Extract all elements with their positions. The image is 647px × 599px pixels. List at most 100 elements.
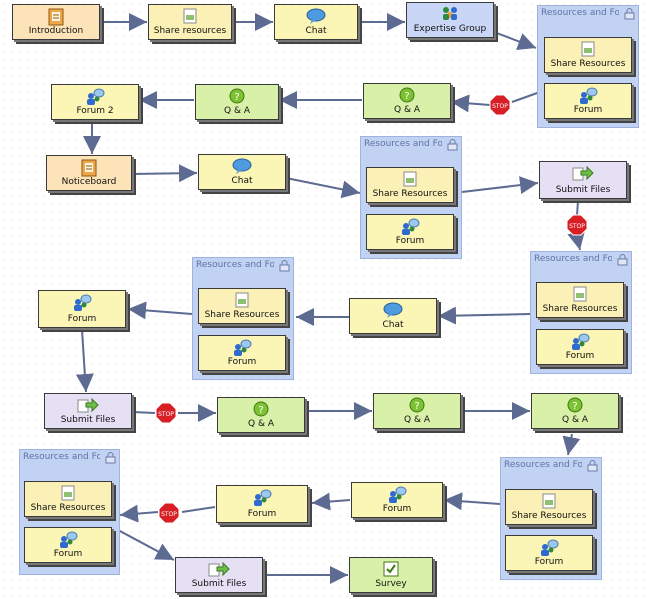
activity-label: Q & A	[248, 419, 274, 429]
activity-label: Share Resources	[542, 304, 618, 314]
activity-chat[interactable]: Chat	[274, 4, 358, 40]
activity-submit-files[interactable]: Submit Files	[175, 557, 263, 593]
svg-text:?: ?	[404, 91, 409, 102]
activity-share-resources[interactable]: Share resources	[148, 4, 232, 40]
activity-label: Submit Files	[555, 185, 611, 195]
stop-text: STOP	[492, 103, 508, 110]
activity-label: Share Resources	[550, 59, 626, 69]
edge-stop-resources-2	[119, 504, 159, 523]
svg-text:?: ?	[572, 401, 577, 412]
optional-activities-box[interactable]: Resources and Foru Share Resources Forum	[530, 251, 632, 374]
edge-stop-resources	[567, 230, 586, 251]
edge-qa-resources	[562, 433, 581, 456]
document-icon	[573, 286, 587, 302]
question-mark-icon: ?	[409, 397, 425, 413]
activity-qa[interactable]: ? Q & A	[373, 393, 461, 429]
activity-share-resources[interactable]: Share Resources	[536, 282, 624, 318]
activity-label: Chat	[231, 176, 253, 186]
activity-forum[interactable]: Forum	[351, 482, 443, 518]
stop-text: STOP	[161, 511, 177, 518]
activity-label: Forum	[395, 236, 425, 246]
activity-label: Submit Files	[191, 579, 247, 589]
activity-share-resources[interactable]: Share Resources	[198, 288, 286, 324]
notebook-icon	[81, 159, 97, 177]
edge-resources-submit-2	[117, 529, 175, 561]
upload-arrow-icon	[77, 397, 99, 413]
optional-activities-box[interactable]: Resources and Foru Share Resources Forum	[192, 257, 294, 380]
activity-forum[interactable]: Forum	[544, 83, 632, 119]
activity-forum[interactable]: Forum	[536, 329, 624, 365]
svg-text:?: ?	[258, 405, 263, 416]
optional-activities-box[interactable]: Resources and Foru Share Resources Forum	[500, 457, 602, 580]
document-icon	[403, 171, 417, 187]
stop-gate[interactable]: STOP	[155, 402, 177, 424]
activity-forum[interactable]: Forum	[38, 290, 126, 328]
options-title: Resources and Foru	[504, 460, 582, 470]
stop-sign-icon: STOP	[489, 94, 511, 116]
activity-label: Survey	[375, 579, 407, 589]
stop-sign-icon: STOP	[566, 214, 588, 236]
stop-text: STOP	[158, 411, 174, 418]
question-mark-icon: ?	[253, 401, 269, 417]
activity-qa[interactable]: ? Q & A	[531, 393, 619, 429]
forum-people-icon	[580, 87, 598, 104]
forum-people-icon	[572, 333, 590, 350]
options-title: Resources and Foru	[23, 452, 100, 462]
notebook-icon	[48, 8, 64, 26]
activity-chat[interactable]: Chat	[198, 154, 286, 190]
stop-sign-icon: STOP	[155, 402, 177, 424]
activity-survey[interactable]: Survey	[349, 557, 433, 593]
lock-icon	[105, 452, 116, 464]
edge-resources-chat	[437, 306, 531, 325]
activity-label: Chat	[382, 320, 404, 330]
svg-text:?: ?	[234, 92, 239, 103]
question-mark-icon: ?	[567, 397, 583, 413]
edge-stop-qa	[450, 94, 491, 113]
activity-expertise-group[interactable]: Expertise Group	[406, 2, 494, 38]
activity-chat[interactable]: Chat	[349, 298, 437, 334]
activity-qa[interactable]: ? Q & A	[195, 84, 279, 120]
activity-submit-files[interactable]: Submit Files	[44, 393, 132, 429]
activity-share-resources[interactable]: Share Resources	[505, 489, 593, 525]
stop-gate[interactable]: STOP	[489, 94, 511, 116]
stop-gate[interactable]: STOP	[566, 214, 588, 236]
activity-forum[interactable]: Forum	[24, 527, 112, 563]
activity-forum[interactable]: Forum	[505, 535, 593, 571]
activity-forum[interactable]: Forum	[366, 214, 454, 250]
options-title: Resources and Foru	[196, 260, 274, 270]
chat-bubble-icon	[306, 8, 326, 24]
question-mark-icon: ?	[399, 87, 415, 103]
activity-label: Noticeboard	[61, 177, 117, 187]
activity-introduction[interactable]: Introduction	[12, 4, 100, 40]
activity-noticeboard[interactable]: Noticeboard	[46, 155, 132, 191]
activity-label: Share resources	[153, 26, 227, 36]
edge-submit-stop	[576, 199, 579, 217]
document-icon	[235, 292, 249, 308]
activity-qa[interactable]: ? Q & A	[217, 397, 305, 433]
activity-label: Forum	[67, 314, 97, 324]
activity-label: Share Resources	[511, 511, 587, 521]
lock-icon	[617, 254, 628, 266]
activity-label: Share Resources	[30, 503, 106, 513]
stop-gate[interactable]: STOP	[158, 502, 180, 524]
activity-label: Expertise Group	[413, 24, 487, 34]
edge-expertise-resources	[493, 31, 537, 51]
activity-forum[interactable]: Forum	[216, 485, 308, 523]
activity-forum[interactable]: Forum	[198, 335, 286, 371]
optional-activities-box[interactable]: Resources and Foru Share Resources Forum	[537, 5, 639, 128]
activity-share-resources[interactable]: Share Resources	[544, 37, 632, 73]
activity-share-resources[interactable]: Share Resources	[366, 167, 454, 203]
activity-label: Forum	[247, 509, 277, 519]
activity-label: Forum	[227, 357, 257, 367]
upload-arrow-icon	[572, 165, 594, 181]
activity-share-resources[interactable]: Share Resources	[24, 481, 112, 517]
upload-arrow-icon	[208, 561, 230, 577]
edge-forum-submit	[75, 329, 94, 393]
optional-activities-box[interactable]: Resources and Foru Share Resources Forum	[360, 136, 462, 259]
activity-forum-2[interactable]: Forum 2	[51, 84, 139, 120]
activity-qa[interactable]: ? Q & A	[363, 83, 451, 119]
document-icon	[183, 8, 197, 24]
optional-activities-box[interactable]: Resources and Foru Share Resources Forum	[19, 449, 120, 575]
activity-submit-files[interactable]: Submit Files	[539, 161, 627, 199]
edge-noticeboard-chat	[131, 164, 198, 183]
